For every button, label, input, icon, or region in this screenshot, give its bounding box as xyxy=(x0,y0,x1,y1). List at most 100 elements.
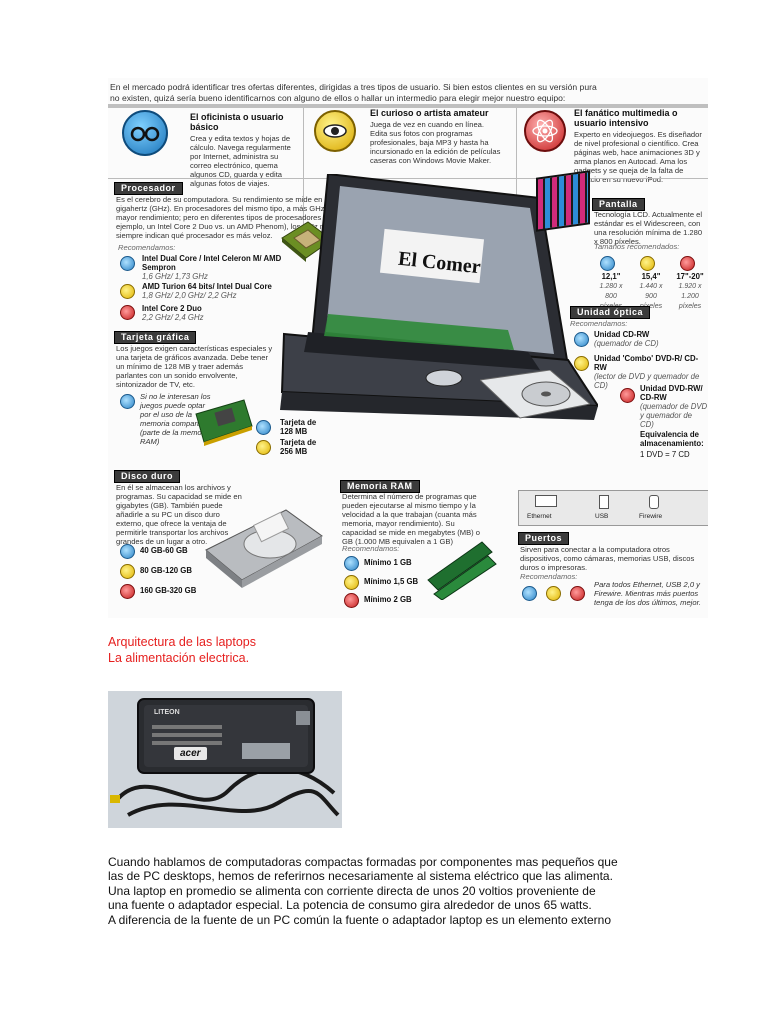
user-type-basic: El oficinista o usuario básico Crea y ed… xyxy=(190,112,300,260)
firewire-port-icon xyxy=(649,495,659,509)
user-type-intensive: El fanático multimedia o usuario intensi… xyxy=(574,108,708,256)
grafica-text: Los juegos exigen características especi… xyxy=(116,344,273,389)
body-line: las de PC desktops, hemos de referirnos … xyxy=(108,869,613,884)
level-amateur-icon xyxy=(640,256,655,271)
pantalla-size-2: 15,4"1.440 x 900 píxeles xyxy=(639,272,663,310)
section-header-optica: Unidad óptica xyxy=(570,306,651,319)
pantalla-text: Tecnología LCD. Actualmente el estándar … xyxy=(594,210,703,246)
disco-option-2: 80 GB-120 GB xyxy=(140,566,193,575)
user-title: El fanático multimedia o usuario intensi… xyxy=(574,108,678,128)
pixel-grid-icon xyxy=(536,170,590,232)
section-header-grafica: Tarjeta gráfica xyxy=(114,331,197,344)
level-basic-icon xyxy=(120,394,135,409)
ethernet-port-icon xyxy=(535,495,557,507)
section-header-pantalla: Pantalla xyxy=(592,198,645,211)
intro-line: no existen, quizá sería bueno identifica… xyxy=(110,92,566,103)
graphics-card-icon xyxy=(192,396,256,450)
intro-line: En el mercado podrá identificar tres ofe… xyxy=(110,82,597,92)
body-line: Una laptop en promedio se alimenta con c… xyxy=(108,883,596,898)
level-intensive-icon xyxy=(120,584,135,599)
adapter-brand-label: LITEON xyxy=(154,709,180,716)
acer-logo: acer xyxy=(174,747,207,760)
puertos-note: Para todos Ethernet, USB 2,0 y Firewire.… xyxy=(594,580,701,607)
user-desc: Crea y edita textos y hojas de cálculo. … xyxy=(190,134,291,188)
level-amateur-icon xyxy=(574,356,589,371)
level-intensive-icon xyxy=(344,593,359,608)
memoria-rec-label: Recomendamos: xyxy=(342,544,400,553)
user-title: El curioso o artista amateur xyxy=(370,108,489,118)
level-basic-icon xyxy=(120,544,135,559)
disco-option-1: 40 GB-60 GB xyxy=(140,546,188,555)
level-intensive-icon xyxy=(620,388,635,403)
ram-module-icon xyxy=(426,536,498,601)
optica-option-2: Unidad 'Combo' DVD-R/ CD-RW(lector de DV… xyxy=(594,354,700,390)
level-basic-icon xyxy=(600,256,615,271)
memoria-option-3: Mínimo 2 GB xyxy=(364,595,412,604)
level-amateur-icon xyxy=(344,575,359,590)
memoria-text: Determina el número de programas que pue… xyxy=(342,492,481,546)
puertos-rec-label: Recomendamos: xyxy=(520,572,578,581)
level-amateur-icon xyxy=(120,284,135,299)
atom-icon xyxy=(524,110,566,152)
laptop-infographic: En el mercado podrá identificar tres ofe… xyxy=(108,78,708,618)
level-intensive-icon xyxy=(570,586,585,601)
grafica-note: Si no le interesan los juegos puede opta… xyxy=(140,392,211,446)
body-line: Cuando hablamos de computadoras compacta… xyxy=(108,855,618,869)
level-basic-icon xyxy=(120,256,135,271)
level-intensive-icon xyxy=(680,256,695,271)
procesador-option-1: Intel Dual Core / Intel Celeron M/ AMD S… xyxy=(142,254,282,281)
disco-text: En él se almacenan los archivos y progra… xyxy=(116,483,242,546)
divider xyxy=(108,178,708,179)
user-desc: Experto en videojuegos. Es diseñador de … xyxy=(574,130,702,184)
grafica-option-1: Tarjeta de 128 MB xyxy=(280,418,317,436)
ports-panel: Ethernet USB Firewire xyxy=(518,490,708,526)
optica-rec-label: Recomendamos: xyxy=(570,319,628,328)
section-header-disco: Disco duro xyxy=(114,470,181,483)
eye-icon xyxy=(314,110,356,152)
optica-equiv-value: 1 DVD = 7 CD xyxy=(640,450,690,459)
level-amateur-icon xyxy=(120,564,135,579)
body-line: una fuente o adaptador especial. La pote… xyxy=(108,898,592,913)
section-heading: Arquitectura de las laptops xyxy=(108,635,257,649)
cpu-chip-icon xyxy=(276,218,336,268)
level-basic-icon xyxy=(522,586,537,601)
section-header-procesador: Procesador xyxy=(114,182,183,195)
optica-equiv-label: Equivalencia de almacenamiento: xyxy=(640,430,704,448)
user-title: El oficinista o usuario básico xyxy=(190,112,284,132)
optica-option-3: Unidad DVD-RW/ CD-RW(quemador de DVD y q… xyxy=(640,384,708,429)
user-type-amateur: El curioso o artista amateur Juega de ve… xyxy=(370,108,502,256)
section-subheading: La alimentación electrica. xyxy=(108,651,250,665)
grafica-option-2: Tarjeta de 256 MB xyxy=(280,438,317,456)
port-label-firewire: Firewire xyxy=(639,513,663,520)
optica-option-1: Unidad CD-RW(quemador de CD) xyxy=(594,330,659,348)
level-amateur-icon xyxy=(256,440,271,455)
optical-drive-tray xyxy=(478,369,592,430)
infographic-intro: En el mercado podrá identificar tres ofe… xyxy=(110,82,706,103)
procesador-text: Es el cerebro de su computadora. Su rend… xyxy=(116,195,337,240)
level-intensive-icon xyxy=(120,305,135,320)
procesador-rec-label: Recomendamos: xyxy=(118,243,176,252)
level-basic-icon xyxy=(344,556,359,571)
glasses-icon xyxy=(122,110,168,156)
puertos-text: Sirven para conectar a la computadora ot… xyxy=(520,545,695,572)
pantalla-size-3: 17"-20"1.920 x 1.200 píxeles xyxy=(676,272,704,310)
port-label-ethernet: Ethernet xyxy=(527,513,552,520)
memoria-option-1: Mínimo 1 GB xyxy=(364,558,412,567)
level-basic-icon xyxy=(256,420,271,435)
section-header-puertos: Puertos xyxy=(518,532,570,545)
body-paragraph: Cuando hablamos de computadoras compacta… xyxy=(108,855,708,927)
usb-port-icon xyxy=(599,495,609,509)
power-adapter-photo: LITEON acer xyxy=(108,691,342,828)
body-line: A diferencia de la fuente de un PC común… xyxy=(108,912,612,927)
section-header-memoria: Memoria RAM xyxy=(340,480,420,493)
laptop-illustration xyxy=(268,172,600,426)
hard-disk-icon xyxy=(200,496,326,590)
port-label-usb: USB xyxy=(595,513,609,520)
level-amateur-icon xyxy=(546,586,561,601)
disco-option-3: 160 GB-320 GB xyxy=(140,586,197,595)
header-rule xyxy=(108,104,708,108)
pantalla-sizes-label: Tamaños recomendados: xyxy=(594,242,680,251)
user-desc: Juega de vez en cuando en línea. Edita s… xyxy=(370,120,501,165)
